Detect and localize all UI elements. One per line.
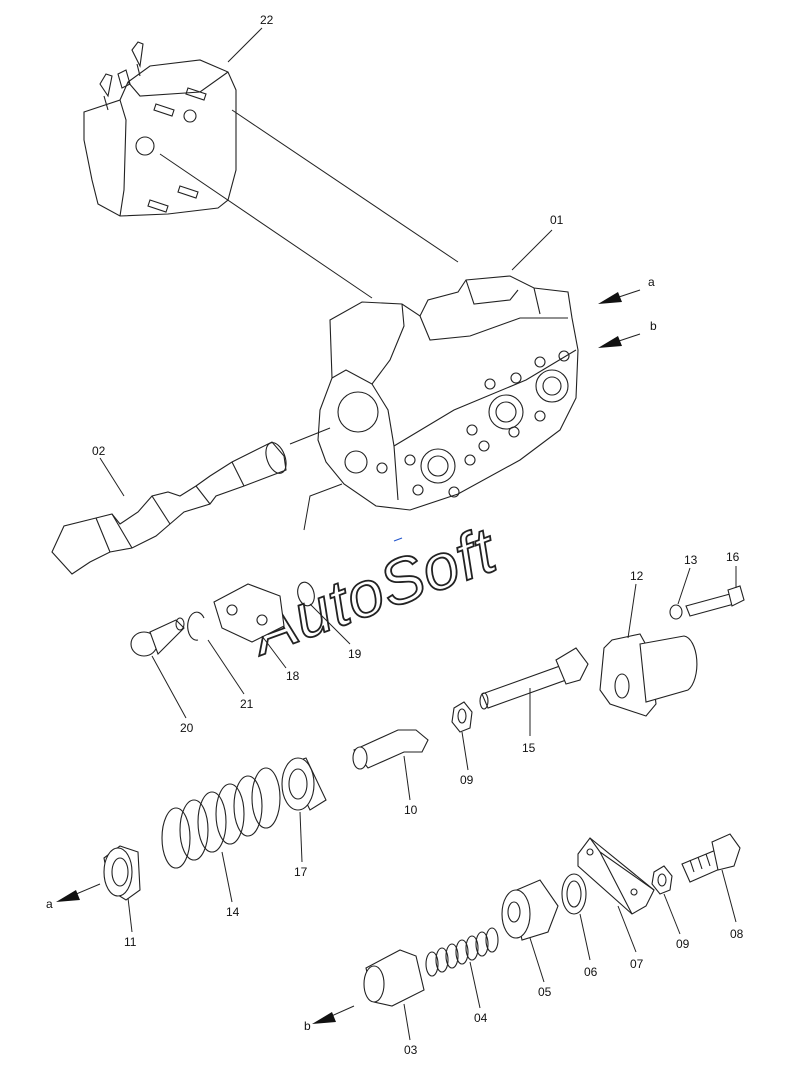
part-22-cover-block xyxy=(83,41,237,217)
part-18-plate xyxy=(213,583,285,643)
label-flow-a-right: a xyxy=(648,275,655,289)
leader-08 xyxy=(721,869,737,923)
part-01-valve-body xyxy=(317,275,579,511)
part-06-shim xyxy=(561,873,587,915)
label-flow-a-left: a xyxy=(46,897,53,911)
label-17: 17 xyxy=(294,865,308,879)
label-08: 08 xyxy=(730,927,744,941)
part-09-nut-upper xyxy=(451,701,473,733)
leader-20 xyxy=(151,655,187,719)
part-07-bracket xyxy=(577,837,655,915)
label-09-lower: 09 xyxy=(676,937,690,951)
watermark-accent-mark xyxy=(393,537,403,542)
label-07: 07 xyxy=(630,957,644,971)
flow-arrow-a-right xyxy=(598,289,641,304)
part-04-spring xyxy=(425,927,499,977)
label-02: 02 xyxy=(92,444,106,458)
label-06: 06 xyxy=(584,965,598,979)
part-21-snap-ring xyxy=(187,611,205,641)
part-19-o-ring xyxy=(297,581,315,607)
part-10-sleeve xyxy=(352,729,429,770)
part-12-cap xyxy=(599,633,698,717)
label-01: 01 xyxy=(550,213,564,227)
leader-03 xyxy=(403,1003,411,1041)
label-03: 03 xyxy=(404,1043,418,1057)
label-12: 12 xyxy=(630,569,644,583)
label-14: 14 xyxy=(226,905,240,919)
label-20: 20 xyxy=(180,721,194,735)
label-19: 19 xyxy=(348,647,362,661)
label-11: 11 xyxy=(124,935,137,949)
guide-line-base xyxy=(303,483,343,531)
leader-11 xyxy=(127,897,133,933)
leader-10 xyxy=(403,755,411,801)
leader-19 xyxy=(309,603,351,645)
label-16: 16 xyxy=(726,550,740,564)
guide-line-lower xyxy=(159,153,373,299)
label-05: 05 xyxy=(538,985,552,999)
label-04: 04 xyxy=(474,1011,488,1025)
label-21: 21 xyxy=(240,697,254,711)
part-15-bolt xyxy=(479,647,589,710)
flow-arrow-b-right xyxy=(598,333,641,348)
part-11-retainer xyxy=(103,845,141,901)
part-17-collar xyxy=(281,757,327,811)
leader-22 xyxy=(227,27,263,63)
part-16-bolt xyxy=(685,585,745,617)
label-15: 15 xyxy=(522,741,536,755)
part-14-spring xyxy=(161,767,281,869)
leader-06 xyxy=(579,913,591,961)
label-22: 22 xyxy=(260,13,274,27)
guide-line-upper xyxy=(231,109,459,263)
part-13-washer xyxy=(669,604,683,620)
leader-09-lower xyxy=(663,893,681,935)
flow-arrow-b-lower xyxy=(312,1005,355,1024)
flow-arrow-a-left xyxy=(56,883,101,902)
leader-07 xyxy=(617,905,637,953)
leader-02 xyxy=(99,457,125,497)
leader-18 xyxy=(261,635,287,669)
leader-13 xyxy=(677,567,691,605)
label-13: 13 xyxy=(684,553,698,567)
leader-12 xyxy=(627,583,637,639)
label-18: 18 xyxy=(286,669,300,683)
part-08-plug xyxy=(681,833,741,883)
part-20-pin xyxy=(130,617,185,657)
leader-01 xyxy=(511,229,553,271)
leader-09-upper xyxy=(461,731,469,771)
leader-17 xyxy=(299,811,303,863)
leader-04 xyxy=(469,961,481,1009)
part-09-nut-lower xyxy=(651,865,673,895)
label-flow-b-lower: b xyxy=(304,1019,311,1033)
label-10: 10 xyxy=(404,803,418,817)
leader-05 xyxy=(529,937,545,983)
guide-line-spool xyxy=(289,427,331,445)
label-09-upper: 09 xyxy=(460,773,474,787)
watermark-text: AutoSoft xyxy=(239,513,507,669)
leader-21 xyxy=(207,639,245,695)
part-03-cap xyxy=(363,949,425,1007)
part-05-plunger xyxy=(501,879,559,941)
label-flow-b-right: b xyxy=(650,319,657,333)
leader-14 xyxy=(221,851,233,903)
part-02-spool xyxy=(51,441,287,575)
